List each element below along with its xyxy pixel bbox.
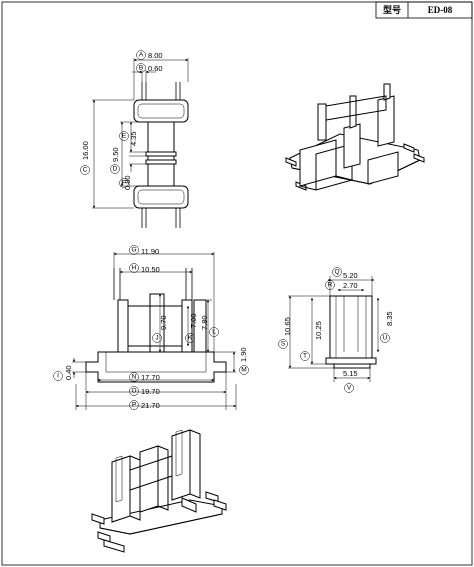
- dim-value-J: 9.70: [159, 315, 168, 330]
- dim-letter-P: P: [132, 402, 136, 409]
- dim-value-C: 16.00: [81, 141, 90, 160]
- dim-letter-J: J: [155, 335, 158, 342]
- dim-value-G: 11.90: [141, 247, 159, 256]
- title-block: 型号 ED-08: [375, 1, 473, 19]
- dim-value-N: 17.70: [141, 373, 160, 382]
- dim-letter-V: V: [347, 385, 352, 392]
- dim-value-O: 19.70: [141, 387, 160, 396]
- front-view: G 11.90 H 10.50 J 9.70 K 7.00 L 7.80 M 1…: [53, 245, 249, 410]
- dim-letter-A: A: [139, 52, 144, 59]
- dim-letter-O: O: [131, 388, 136, 395]
- isometric-view-bottom: [91, 429, 227, 553]
- dim-value-E: 4.35: [129, 131, 138, 146]
- dim-letter-H: H: [132, 265, 137, 272]
- model-label: 型号: [383, 4, 401, 15]
- dim-value-U: 8.35: [385, 311, 394, 326]
- dim-letter-R: R: [328, 282, 333, 289]
- dim-letter-E: E: [122, 133, 127, 140]
- dim-letter-F: F: [122, 180, 126, 187]
- dim-letter-I: I: [57, 373, 59, 380]
- dim-value-D: 9.50: [111, 147, 120, 162]
- dim-value-P: 21.70: [141, 401, 160, 410]
- dim-letter-D: D: [113, 166, 118, 173]
- dim-value-T: 10.25: [314, 321, 323, 340]
- dim-letter-S: S: [281, 341, 286, 348]
- dim-value-V: 5.15: [343, 369, 358, 378]
- dim-value-I: 0.40: [64, 365, 73, 380]
- dim-value-H: 10.50: [141, 265, 160, 274]
- model-value: ED-08: [428, 5, 453, 15]
- isometric-view-top: [285, 83, 425, 191]
- dim-value-K: 7.00: [189, 313, 198, 328]
- dim-value-L: 7.80: [200, 315, 209, 330]
- dim-letter-L: L: [212, 329, 216, 336]
- dim-letter-N: N: [132, 374, 137, 381]
- dim-value-F: 0.80: [123, 175, 132, 190]
- dim-letter-U: U: [383, 335, 388, 342]
- dim-value-R: 2.70: [343, 281, 358, 290]
- dim-letter-B: B: [139, 65, 143, 72]
- dim-letter-Q: Q: [334, 269, 339, 276]
- top-view: A 8.00 B 0.60 C 16.00 D 9.50 E 4.35: [80, 50, 189, 228]
- dim-value-S: 10.65: [283, 317, 292, 336]
- dim-value-A: 8.00: [148, 51, 163, 60]
- dim-letter-M: M: [241, 367, 246, 374]
- dim-letter-T: T: [303, 353, 307, 360]
- dim-value-Q: 5.20: [343, 271, 358, 280]
- dim-letter-G: G: [131, 247, 136, 254]
- dim-value-M: 1.90: [239, 347, 248, 362]
- dim-value-B: 0.60: [148, 64, 163, 73]
- side-view: Q 5.20 R 2.70 S 10.65 T 10.25 U 8.35 V 5…: [278, 267, 394, 393]
- dim-letter-C: C: [83, 167, 88, 174]
- dim-letter-K: K: [188, 335, 193, 342]
